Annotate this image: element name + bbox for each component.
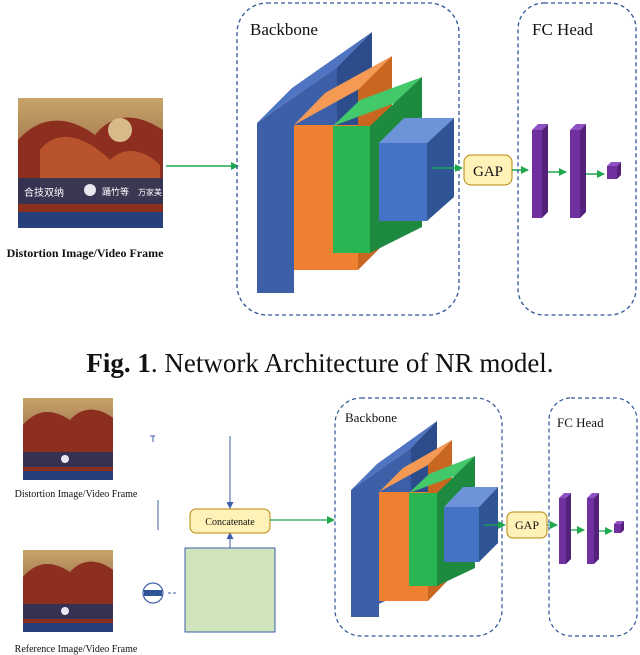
fig1-fc-layer-2 — [570, 124, 586, 218]
fig2-gap-label: GAP — [515, 518, 539, 532]
fig2-reference-thumbnail — [23, 550, 113, 632]
caption-prefix: Fig. 1 — [86, 348, 151, 378]
fig2-head-label: FC Head — [557, 415, 604, 430]
fig2-fc-layer-2 — [587, 493, 599, 564]
fig1-input-thumbnail: 合技双纳 踊竹等 万家美 — [18, 98, 163, 228]
fig2-reference-label: Reference Image/Video Frame — [15, 644, 138, 655]
fig1-fc-layer-1 — [532, 124, 548, 218]
fig2-fc-output — [614, 521, 624, 533]
fig1-backbone-label: Backbone — [250, 20, 318, 39]
fig1-head-label: FC Head — [532, 20, 593, 39]
thumb-text-3: 万家美 — [138, 187, 162, 197]
fig2-faint-connectors — [150, 435, 234, 594]
fig2-fc-layer-1 — [559, 493, 571, 564]
fig2-feature-box — [184, 547, 276, 633]
fig2-distortion-thumbnail — [23, 398, 113, 480]
fig2-concat-box — [189, 508, 271, 534]
fig1-gap-label: GAP — [473, 164, 503, 180]
figure-caption: Fig. 1. Network Architecture of NR model… — [0, 348, 640, 379]
fig2-distortion-label: Distortion Image/Video Frame — [15, 489, 138, 500]
fig2-backbone-box — [334, 397, 503, 637]
fig1-backbone-box — [236, 2, 460, 316]
fig2-operator-icon — [142, 582, 164, 604]
fig2-backbone-label: Backbone — [345, 410, 397, 425]
fig1-input-label: Distortion Image/Video Frame — [7, 246, 165, 260]
thumb-text-1: 合技双纳 — [24, 186, 64, 199]
fig2-head-box — [548, 397, 638, 637]
thumb-text-2: 踊竹等 — [102, 186, 129, 198]
fig1-layer-lightblue — [379, 118, 454, 221]
caption-text: . Network Architecture of NR model. — [150, 348, 554, 378]
fig2-concat-label: Concatenate — [205, 517, 255, 528]
fig1-fc-output — [607, 162, 621, 179]
